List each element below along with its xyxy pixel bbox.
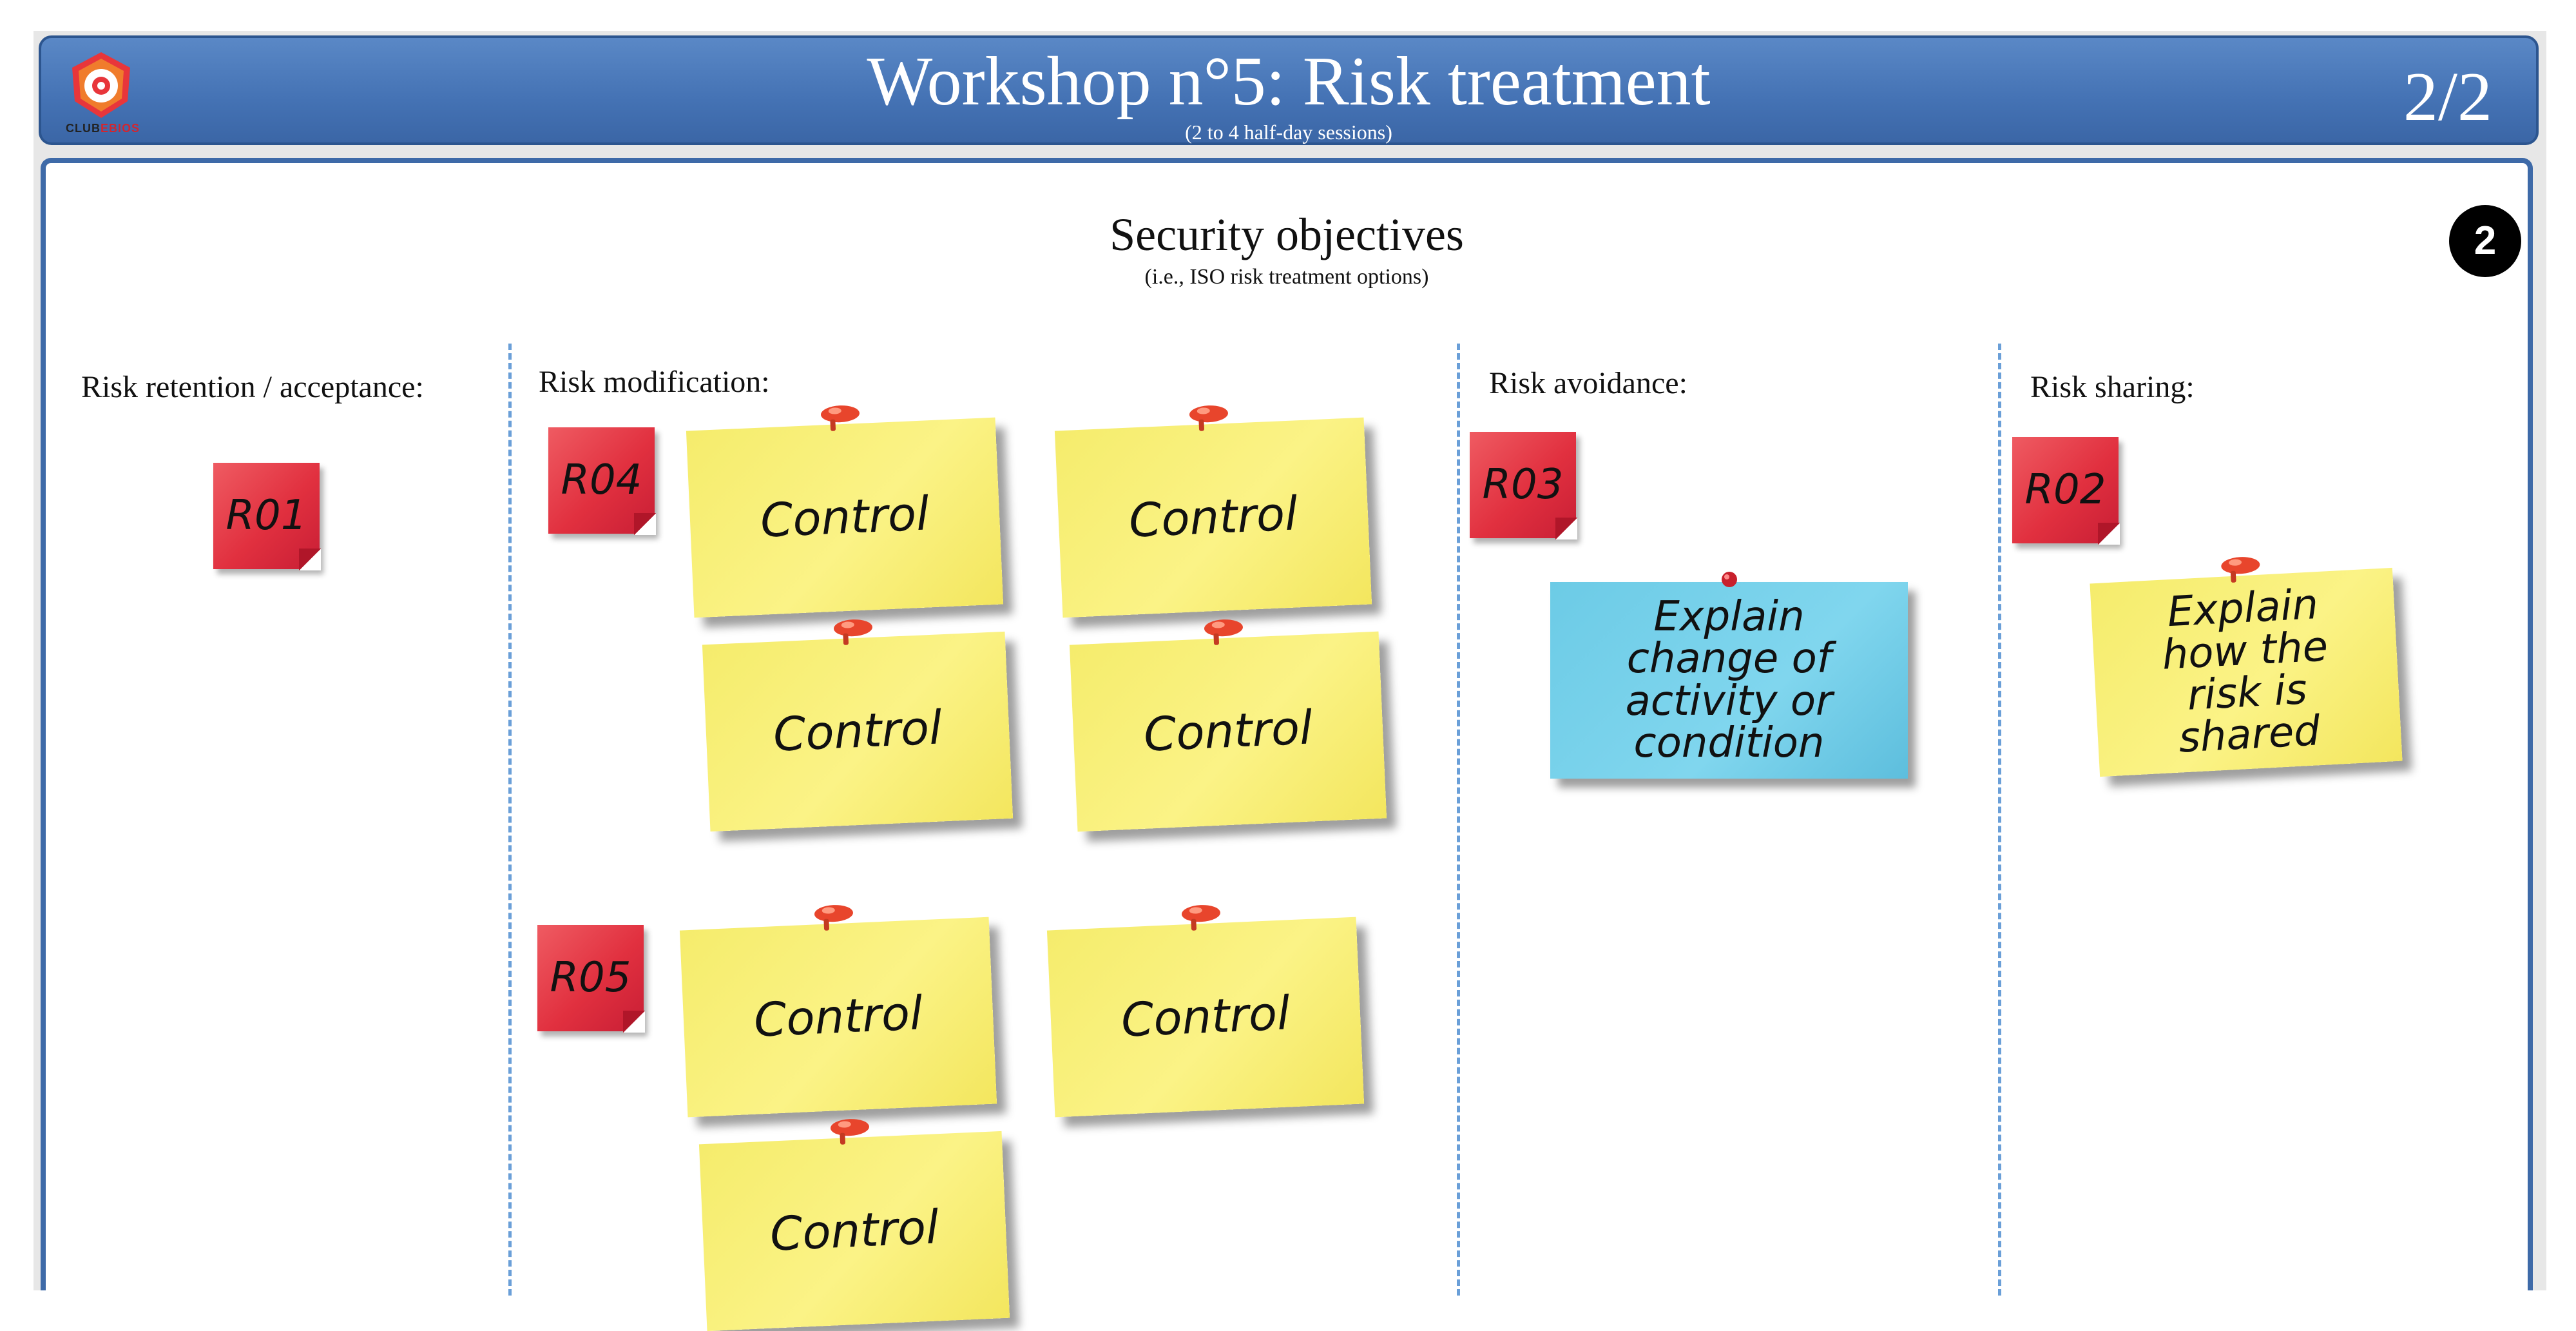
logo-icon	[72, 52, 130, 118]
risk-label: R02	[2024, 465, 2106, 514]
control-label: Control	[1128, 486, 1299, 548]
control-sticky[interactable]: Control	[702, 619, 1014, 832]
sharing-note-text: Explain how the risk is shared	[2160, 581, 2329, 763]
push-pin-icon	[831, 1119, 869, 1145]
logo-text: CLUBEBIOS	[66, 122, 140, 135]
board-subtitle: (i.e., ISO risk treatment options)	[1144, 265, 1429, 289]
folded-corner	[623, 1011, 645, 1033]
security-objectives-board: Security objectives (i.e., ISO risk trea…	[41, 158, 2533, 1331]
push-pin-icon	[821, 405, 860, 431]
page-subtitle: (2 to 4 half-day sessions)	[1185, 121, 1392, 144]
push-pin-icon	[2221, 557, 2260, 583]
control-label: Control	[753, 986, 924, 1047]
sharing-explanation-sticky[interactable]: Explain how the risk is shared	[2090, 557, 2403, 777]
risk-sticky-r04[interactable]: R04	[548, 427, 656, 535]
control-sticky[interactable]: Control	[686, 405, 1004, 618]
risk-sticky-r02[interactable]: R02	[2012, 437, 2120, 545]
control-label: Control	[759, 486, 930, 548]
push-pin-icon	[834, 619, 872, 645]
avoidance-note-text: Explain change of activity or condition	[1625, 592, 1833, 767]
column-divider-2	[1457, 344, 1460, 1296]
control-label: Control	[1142, 700, 1314, 762]
folded-corner	[2098, 523, 2120, 545]
push-pin-icon	[1204, 619, 1243, 645]
push-pin-icon	[814, 905, 853, 931]
control-label: Control	[769, 1200, 940, 1261]
control-sticky[interactable]: Control	[679, 905, 997, 1118]
risk-label: R05	[550, 953, 631, 1002]
control-label: Control	[1120, 986, 1291, 1047]
folded-corner	[634, 513, 656, 535]
page-title: Workshop n°5: Risk treatment	[867, 43, 1711, 120]
control-sticky[interactable]: Control	[1069, 619, 1387, 832]
push-pin-icon	[1189, 405, 1228, 431]
column-divider-1	[508, 344, 512, 1296]
column-divider-3	[1998, 344, 2001, 1296]
column-label-retention: Risk retention / acceptance:	[81, 370, 424, 404]
folded-corner	[299, 549, 321, 570]
folded-corner	[1555, 518, 1577, 539]
control-label: Control	[772, 700, 943, 762]
control-sticky[interactable]: Control	[1054, 405, 1372, 618]
control-sticky[interactable]: Control	[698, 1119, 1010, 1331]
risk-sticky-r03[interactable]: R03	[1470, 432, 1577, 539]
column-label-modification: Risk modification:	[539, 365, 770, 399]
board-title: Security objectives	[1110, 209, 1464, 260]
control-sticky[interactable]: Control	[1046, 905, 1365, 1118]
club-ebios-logo: CLUBEBIOS	[66, 50, 139, 140]
column-label-avoidance: Risk avoidance:	[1489, 366, 1687, 400]
risk-label: R03	[1482, 460, 1564, 509]
push-pin-icon	[1182, 905, 1220, 931]
page-counter: 2/2	[2403, 59, 2492, 135]
header-bar: CLUBEBIOS Workshop n°5: Risk treatment (…	[39, 35, 2539, 145]
risk-sticky-r05[interactable]: R05	[537, 925, 645, 1033]
risk-label: R01	[226, 491, 307, 539]
risk-sticky-r01[interactable]: R01	[213, 463, 321, 570]
avoidance-explanation-sticky[interactable]: Explain change of activity or condition	[1550, 572, 1908, 779]
risk-label: R04	[561, 456, 642, 504]
step-number-badge: 2	[2449, 205, 2521, 277]
column-label-sharing: Risk sharing:	[2030, 370, 2195, 404]
